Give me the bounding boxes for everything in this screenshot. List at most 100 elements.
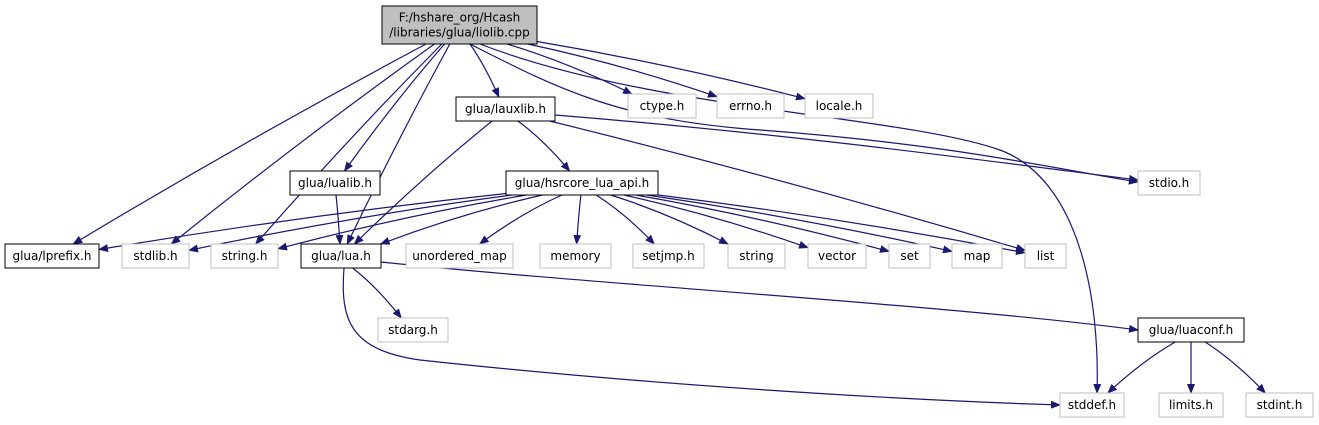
list-node-box [1024, 243, 1067, 269]
stdarg-node-label: stdarg.h [388, 323, 438, 337]
list-node-label: list [1037, 249, 1055, 263]
root-file-node-box [381, 5, 538, 45]
stdio-node[interactable]: stdio.h [1137, 170, 1201, 196]
edge-hsrcore-lua [379, 194, 543, 245]
edge-root-stdio [469, 43, 1139, 185]
lualib-node[interactable]: glua/lualib.h [289, 170, 381, 196]
setjmp-node[interactable]: setjmp.h [632, 243, 705, 269]
errno-node[interactable]: errno.h [716, 93, 785, 119]
lprefix-node[interactable]: glua/lprefix.h [4, 243, 100, 269]
lua-node-box [300, 243, 382, 269]
edge-lua-stdarg [352, 267, 402, 319]
hsrcore-lua-api-node-box [505, 170, 659, 196]
stdlib-node-box [121, 243, 190, 269]
string-h-node-box [210, 243, 279, 269]
edge-hsrcore-stringh [277, 194, 527, 251]
stdarg-node[interactable]: stdarg.h [377, 317, 449, 343]
lauxlib-node-box [455, 96, 556, 122]
stdint-node-box [1245, 392, 1314, 418]
memory-node-box [539, 243, 612, 269]
edge-lauxlib-lua [353, 120, 493, 245]
stdint-node-label: stdint.h [1257, 398, 1303, 412]
edge-lauxlib-hsrcore [517, 120, 571, 172]
string-node[interactable]: string [727, 243, 786, 269]
memory-node[interactable]: memory [539, 243, 612, 269]
setjmp-node-box [632, 243, 705, 269]
stdlib-node-label: stdlib.h [133, 249, 177, 263]
edge-lauxlib-stdio [554, 114, 1139, 183]
edge-root-errno [527, 43, 718, 98]
nodes-layer: F:/hshare_org/Hcash/libraries/glua/lioli… [4, 5, 1314, 418]
ctype-node-label: ctype.h [640, 99, 685, 113]
edge-hsrcore-stdlib [188, 194, 512, 253]
edge-lua-luaconf [380, 261, 1139, 333]
edges-layer [72, 40, 1266, 409]
vector-node[interactable]: vector [807, 243, 867, 269]
edge-root-lualib [343, 43, 445, 172]
hsrcore-lua-api-node[interactable]: glua/hsrcore_lua_api.h [505, 170, 659, 196]
edge-root-lua [346, 43, 451, 245]
luaconf-node[interactable]: glua/luaconf.h [1137, 317, 1245, 343]
locale-node[interactable]: locale.h [804, 93, 874, 119]
set-node-label: set [900, 249, 919, 263]
lauxlib-node[interactable]: glua/lauxlib.h [455, 96, 556, 122]
luaconf-node-label: glua/luaconf.h [1149, 323, 1234, 337]
unordered-map-node[interactable]: unordered_map [405, 243, 514, 269]
edge-luaconf-stddef [1107, 341, 1176, 394]
memory-node-label: memory [550, 249, 600, 263]
edge-root-locale [536, 40, 806, 101]
edge-root-ctype [506, 43, 633, 95]
edge-root-stringh [255, 43, 443, 245]
errno-node-label: errno.h [729, 99, 772, 113]
lauxlib-node-label: glua/lauxlib.h [465, 102, 546, 116]
edge-root-stddef [479, 43, 1102, 394]
set-node-box [888, 243, 931, 269]
stdint-node[interactable]: stdint.h [1245, 392, 1314, 418]
edge-hsrcore-umap [478, 194, 563, 245]
root-file-node[interactable]: F:/hshare_org/Hcash/libraries/glua/lioli… [381, 5, 538, 45]
lualib-node-box [289, 170, 381, 196]
lua-node[interactable]: glua/lua.h [300, 243, 382, 269]
set-node[interactable]: set [888, 243, 931, 269]
string-h-node-label: string.h [222, 249, 268, 263]
vector-node-label: vector [818, 249, 856, 263]
stddef-node-label: stddef.h [1068, 398, 1116, 412]
limits-node[interactable]: limits.h [1158, 392, 1224, 418]
stddef-node-box [1059, 392, 1125, 418]
root-file-node-label-2: /libraries/glua/liolib.cpp [389, 26, 529, 40]
list-node[interactable]: list [1024, 243, 1067, 269]
lprefix-node-box [4, 243, 100, 269]
edge-root-stdlib [170, 43, 435, 245]
limits-node-box [1158, 392, 1224, 418]
edge-lua-stddef [342, 267, 1061, 409]
edge-root-lauxlib [469, 43, 500, 98]
locale-node-box [804, 93, 874, 119]
ctype-node[interactable]: ctype.h [627, 93, 697, 119]
locale-node-label: locale.h [816, 99, 863, 113]
stddef-node[interactable]: stddef.h [1059, 392, 1125, 418]
root-file-node-label-1: F:/hshare_org/Hcash [399, 11, 520, 25]
edge-lualib-lua [335, 194, 344, 245]
edge-hsrcore-memory [573, 194, 582, 245]
string-node-box [727, 243, 786, 269]
edge-hsrcore-vector [623, 194, 809, 249]
lprefix-node-label: glua/lprefix.h [12, 249, 91, 263]
map-node[interactable]: map [951, 243, 1003, 269]
edge-hsrcore-string [610, 194, 729, 245]
edge-hsrcore-setjmp [595, 194, 655, 245]
stdarg-node-box [377, 317, 449, 343]
limits-node-label: limits.h [1169, 398, 1213, 412]
stdlib-node[interactable]: stdlib.h [121, 243, 190, 269]
luaconf-node-box [1137, 317, 1245, 343]
stdio-node-label: stdio.h [1149, 176, 1189, 190]
edge-hsrcore-lprefix [98, 192, 507, 252]
ctype-node-box [627, 93, 697, 119]
unordered-map-node-box [405, 243, 514, 269]
stdio-node-box [1137, 170, 1201, 196]
setjmp-node-label: setjmp.h [642, 249, 694, 263]
map-node-label: map [964, 249, 991, 263]
lualib-node-label: glua/lualib.h [298, 176, 372, 190]
edge-lauxlib-list [549, 120, 1026, 252]
string-h-node[interactable]: string.h [210, 243, 279, 269]
